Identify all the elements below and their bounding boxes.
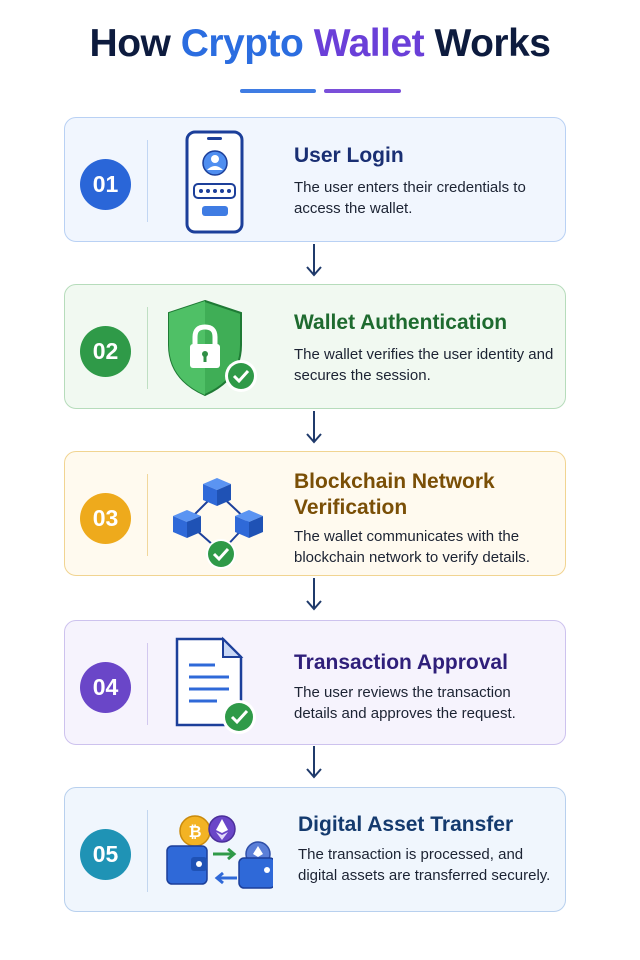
phone-login-icon: [185, 130, 244, 234]
title-part-works: Works: [424, 22, 551, 65]
step-heading: Wallet Authentication: [294, 311, 508, 334]
down-arrow-icon: [306, 578, 322, 611]
page-title: How Crypto Wallet Works: [0, 22, 640, 66]
step-description: The transaction is processed, and digita…: [298, 846, 551, 884]
step-description: The user enters their credentials to acc…: [294, 179, 526, 217]
document-check-icon: [175, 636, 256, 734]
step-description: The user reviews the transaction details…: [294, 684, 516, 722]
down-arrow-icon: [306, 746, 322, 779]
step-number-badge: 05: [80, 829, 131, 880]
step-heading: User Login: [294, 144, 404, 167]
step-card-digital-asset-transfer: 05 ₿ Digital Asset Transfer The transact…: [64, 787, 566, 912]
card-divider: [147, 474, 148, 556]
title-part-wallet: Wallet: [313, 22, 425, 65]
step-description: The wallet communicates with the blockch…: [294, 528, 530, 566]
card-divider: [147, 307, 148, 389]
step-card-user-login: 01 User Login The user enters their cred…: [64, 117, 566, 242]
step-description: The wallet verifies the user identity an…: [294, 346, 554, 384]
title-underline-purple: [324, 89, 401, 93]
down-arrow-icon: [306, 411, 322, 444]
card-divider: [147, 810, 148, 892]
title-part-crypto: Crypto: [180, 22, 304, 65]
step-heading: Digital Asset Transfer: [298, 813, 514, 836]
step-number-badge: 01: [80, 159, 131, 210]
title-part-how: How: [89, 22, 181, 65]
card-divider: [147, 140, 148, 222]
step-card-transaction-approval: 04 Transaction Approval The user reviews…: [64, 620, 566, 745]
step-number-badge: 03: [80, 493, 131, 544]
step-card-blockchain-verification: 03 Blockchain Network Verification The w…: [64, 451, 566, 576]
shield-lock-icon: [168, 299, 257, 397]
title-part-space: [303, 22, 313, 65]
down-arrow-icon: [306, 244, 322, 277]
wallet-transfer-icon: ₿: [166, 815, 273, 889]
blockchain-network-icon: [173, 478, 263, 569]
card-divider: [147, 643, 148, 725]
step-card-wallet-authentication: 02 Wallet Authentication The wallet veri…: [64, 284, 566, 409]
step-heading: Blockchain Network Verification: [294, 470, 495, 519]
step-number-badge: 04: [80, 662, 131, 713]
step-number-badge: 02: [80, 326, 131, 377]
title-underline-blue: [240, 89, 316, 93]
step-heading: Transaction Approval: [294, 651, 508, 674]
svg-text:₿: ₿: [188, 822, 201, 841]
